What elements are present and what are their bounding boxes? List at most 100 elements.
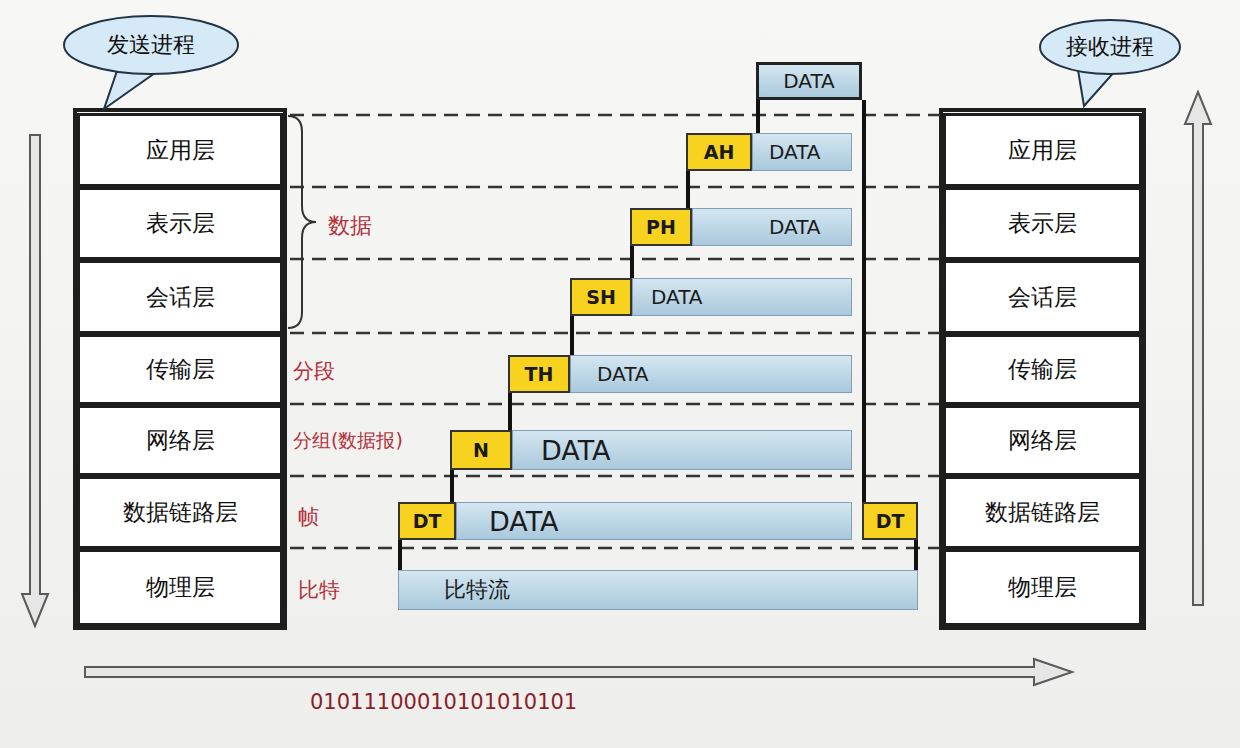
node-text: 会话层 bbox=[1008, 282, 1077, 313]
node-text: 传输层 bbox=[146, 354, 215, 385]
node-text: 会话层 bbox=[146, 282, 215, 313]
header-field: N bbox=[450, 430, 512, 470]
data-field: DATA bbox=[512, 430, 852, 470]
connector-line bbox=[864, 100, 865, 502]
bitstream-bar: 比特流 bbox=[398, 570, 918, 610]
connector-line bbox=[572, 316, 573, 355]
node-text: DATA bbox=[489, 506, 559, 537]
header-field: SH bbox=[570, 278, 632, 316]
node-text: AH bbox=[704, 141, 735, 163]
layer-box: 表示层 bbox=[943, 187, 1142, 260]
data-field: DATA bbox=[632, 278, 852, 316]
connector-stroke bbox=[450, 470, 454, 502]
node-text: DT bbox=[876, 510, 905, 532]
bit-string: 01011100010101010101 bbox=[310, 690, 577, 714]
connector-stroke bbox=[570, 316, 574, 355]
data-field: DATA bbox=[756, 62, 862, 100]
layer-box: 传输层 bbox=[943, 334, 1142, 405]
node-text: DATA bbox=[597, 362, 649, 386]
bubble-ellipse bbox=[64, 16, 238, 74]
layer-box: 物理层 bbox=[943, 549, 1142, 626]
node-text: 数据链路层 bbox=[985, 497, 1100, 528]
node-text: DATA bbox=[541, 435, 611, 466]
right-stack-frame bbox=[941, 110, 1144, 628]
dash-line bbox=[290, 114, 940, 117]
dash-line bbox=[290, 186, 940, 189]
unit-label: 比特 bbox=[298, 576, 340, 604]
node-text: 物理层 bbox=[1008, 572, 1077, 603]
layer-box: 网络层 bbox=[943, 405, 1142, 476]
layer-box: 会话层 bbox=[943, 260, 1142, 334]
callout-bubble: 接收进程 bbox=[1038, 18, 1182, 76]
dash-line bbox=[290, 547, 940, 550]
connector-line bbox=[400, 540, 401, 570]
node-text: 应用层 bbox=[1008, 135, 1077, 166]
node-text: N bbox=[473, 439, 489, 461]
dash-line bbox=[290, 403, 940, 406]
connector-line bbox=[452, 470, 453, 502]
node-text: SH bbox=[586, 286, 616, 308]
unit-label: 分段 bbox=[293, 357, 335, 385]
callout-bubble: 发送进程 bbox=[62, 14, 240, 76]
connector-stroke bbox=[756, 100, 760, 133]
header-field: TH bbox=[508, 355, 570, 393]
unit-label: 数据 bbox=[328, 211, 372, 241]
header-field: PH bbox=[630, 208, 692, 246]
connector-stroke bbox=[398, 540, 402, 570]
dash-line bbox=[290, 332, 940, 335]
node-text: DATA bbox=[769, 215, 821, 239]
layer-box: 数据链路层 bbox=[943, 476, 1142, 549]
bubble-ellipse bbox=[1040, 20, 1180, 74]
node-text: 接收进程 bbox=[1066, 32, 1154, 62]
connector-stroke bbox=[686, 171, 690, 208]
brace bbox=[288, 116, 316, 328]
node-text: 传输层 bbox=[1008, 354, 1077, 385]
data-field: DATA bbox=[692, 208, 852, 246]
layer-box: 应用层 bbox=[943, 113, 1142, 187]
node-text: DATA bbox=[651, 285, 703, 309]
unit-label: 帧 bbox=[298, 503, 319, 531]
connector-line bbox=[510, 393, 511, 430]
layer-box: 网络层 bbox=[77, 405, 283, 476]
layer-box: 传输层 bbox=[77, 334, 283, 405]
header-field: DT bbox=[862, 502, 918, 540]
connector-stroke bbox=[508, 393, 512, 430]
header-field: DT bbox=[398, 502, 456, 540]
connector-stroke bbox=[862, 100, 866, 502]
node-text: 网络层 bbox=[146, 425, 215, 456]
node-text: DATA bbox=[783, 69, 835, 93]
dash-line bbox=[290, 475, 940, 478]
unit-label: 分组(数据报) bbox=[293, 428, 403, 454]
layer-box: 物理层 bbox=[77, 549, 283, 626]
node-text: 网络层 bbox=[1008, 425, 1077, 456]
left-stack-frame bbox=[75, 110, 285, 628]
dash-line bbox=[290, 258, 940, 261]
header-field: AH bbox=[686, 133, 752, 171]
node-text: 物理层 bbox=[146, 572, 215, 603]
node-text: 发送进程 bbox=[107, 30, 195, 60]
node-text: DATA bbox=[769, 140, 821, 164]
flow-arrows bbox=[22, 92, 1211, 685]
node-text: 应用层 bbox=[146, 135, 215, 166]
bubble-tail bbox=[1078, 70, 1116, 106]
data-field: DATA bbox=[570, 355, 852, 393]
connector-line bbox=[632, 246, 633, 278]
node-text: 数据链路层 bbox=[123, 497, 238, 528]
connector-line bbox=[916, 540, 917, 570]
connector-line bbox=[758, 100, 759, 133]
connector-stroke bbox=[630, 246, 634, 278]
layer-box: 会话层 bbox=[77, 260, 283, 334]
node-text: 表示层 bbox=[146, 208, 215, 239]
data-field: DATA bbox=[456, 502, 852, 540]
connector-line bbox=[688, 171, 689, 208]
node-text: 表示层 bbox=[1008, 208, 1077, 239]
layer-box: 应用层 bbox=[77, 113, 283, 187]
down-arrow bbox=[22, 135, 48, 626]
layer-box: 表示层 bbox=[77, 187, 283, 260]
layer-dashes bbox=[290, 115, 940, 548]
right-arrow bbox=[85, 659, 1072, 685]
node-text: DT bbox=[413, 510, 442, 532]
connector-stroke bbox=[914, 540, 918, 570]
node-text: PH bbox=[646, 216, 676, 238]
layer-box: 数据链路层 bbox=[77, 476, 283, 549]
